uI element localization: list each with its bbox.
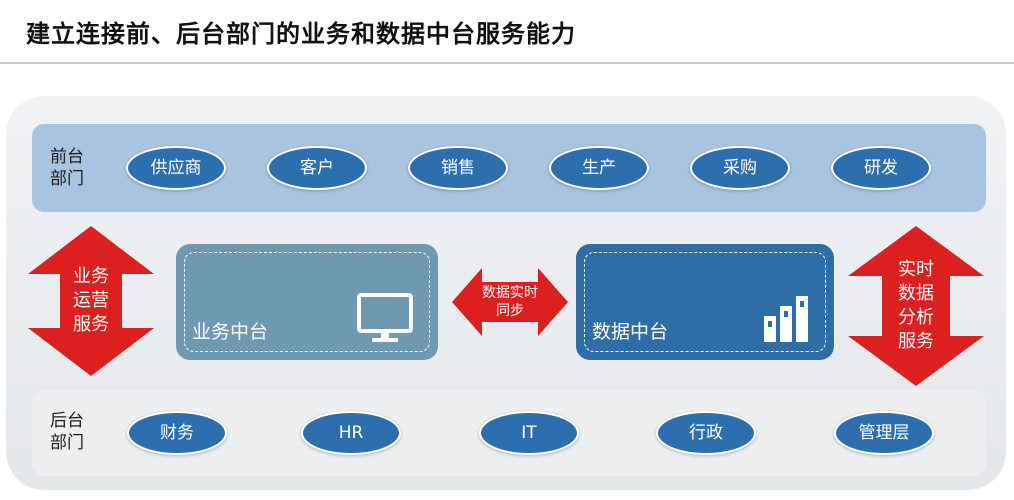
front-office-label: 前台 部门 <box>50 146 84 190</box>
left-double-arrow <box>28 226 154 376</box>
data-hub-dashed-border <box>584 252 826 352</box>
middle-arrow-text: 数据实时 同步 <box>482 285 538 319</box>
business-hub-dashed-border <box>184 252 430 352</box>
back-item-hr: HR <box>301 411 401 455</box>
back-item-admin: 行政 <box>656 411 756 455</box>
back-item-it: IT <box>479 411 579 455</box>
business-hub: 业务中台 <box>176 244 438 360</box>
front-item-supplier: 供应商 <box>126 146 226 190</box>
right-double-arrow <box>848 226 984 386</box>
data-hub: 数据中台 <box>576 244 834 360</box>
right-arrow-text: 实时 数据 分析 服务 <box>898 259 934 352</box>
back-office-label: 后台 部门 <box>50 410 84 454</box>
business-hub-label: 业务中台 <box>192 321 269 343</box>
front-item-procurement: 采购 <box>690 146 790 190</box>
bar-chart-icon <box>764 296 808 342</box>
monitor-icon <box>357 293 413 342</box>
front-item-customer: 客户 <box>267 146 367 190</box>
front-office-label-text: 前台 部门 <box>50 147 84 189</box>
back-item-management: 管理层 <box>834 411 934 455</box>
data-hub-label: 数据中台 <box>592 321 669 343</box>
title-divider <box>0 62 1014 64</box>
front-item-sales: 销售 <box>408 146 508 190</box>
back-office-label-text: 后台 部门 <box>50 411 84 453</box>
middle-double-arrow <box>452 268 568 336</box>
left-arrow-text: 业务 运营 服务 <box>73 266 109 335</box>
back-item-finance: 财务 <box>127 411 227 455</box>
page-title: 建立连接前、后台部门的业务和数据中台服务能力 <box>26 20 576 48</box>
front-item-production: 生产 <box>549 146 649 190</box>
front-item-rnd: 研发 <box>831 146 931 190</box>
